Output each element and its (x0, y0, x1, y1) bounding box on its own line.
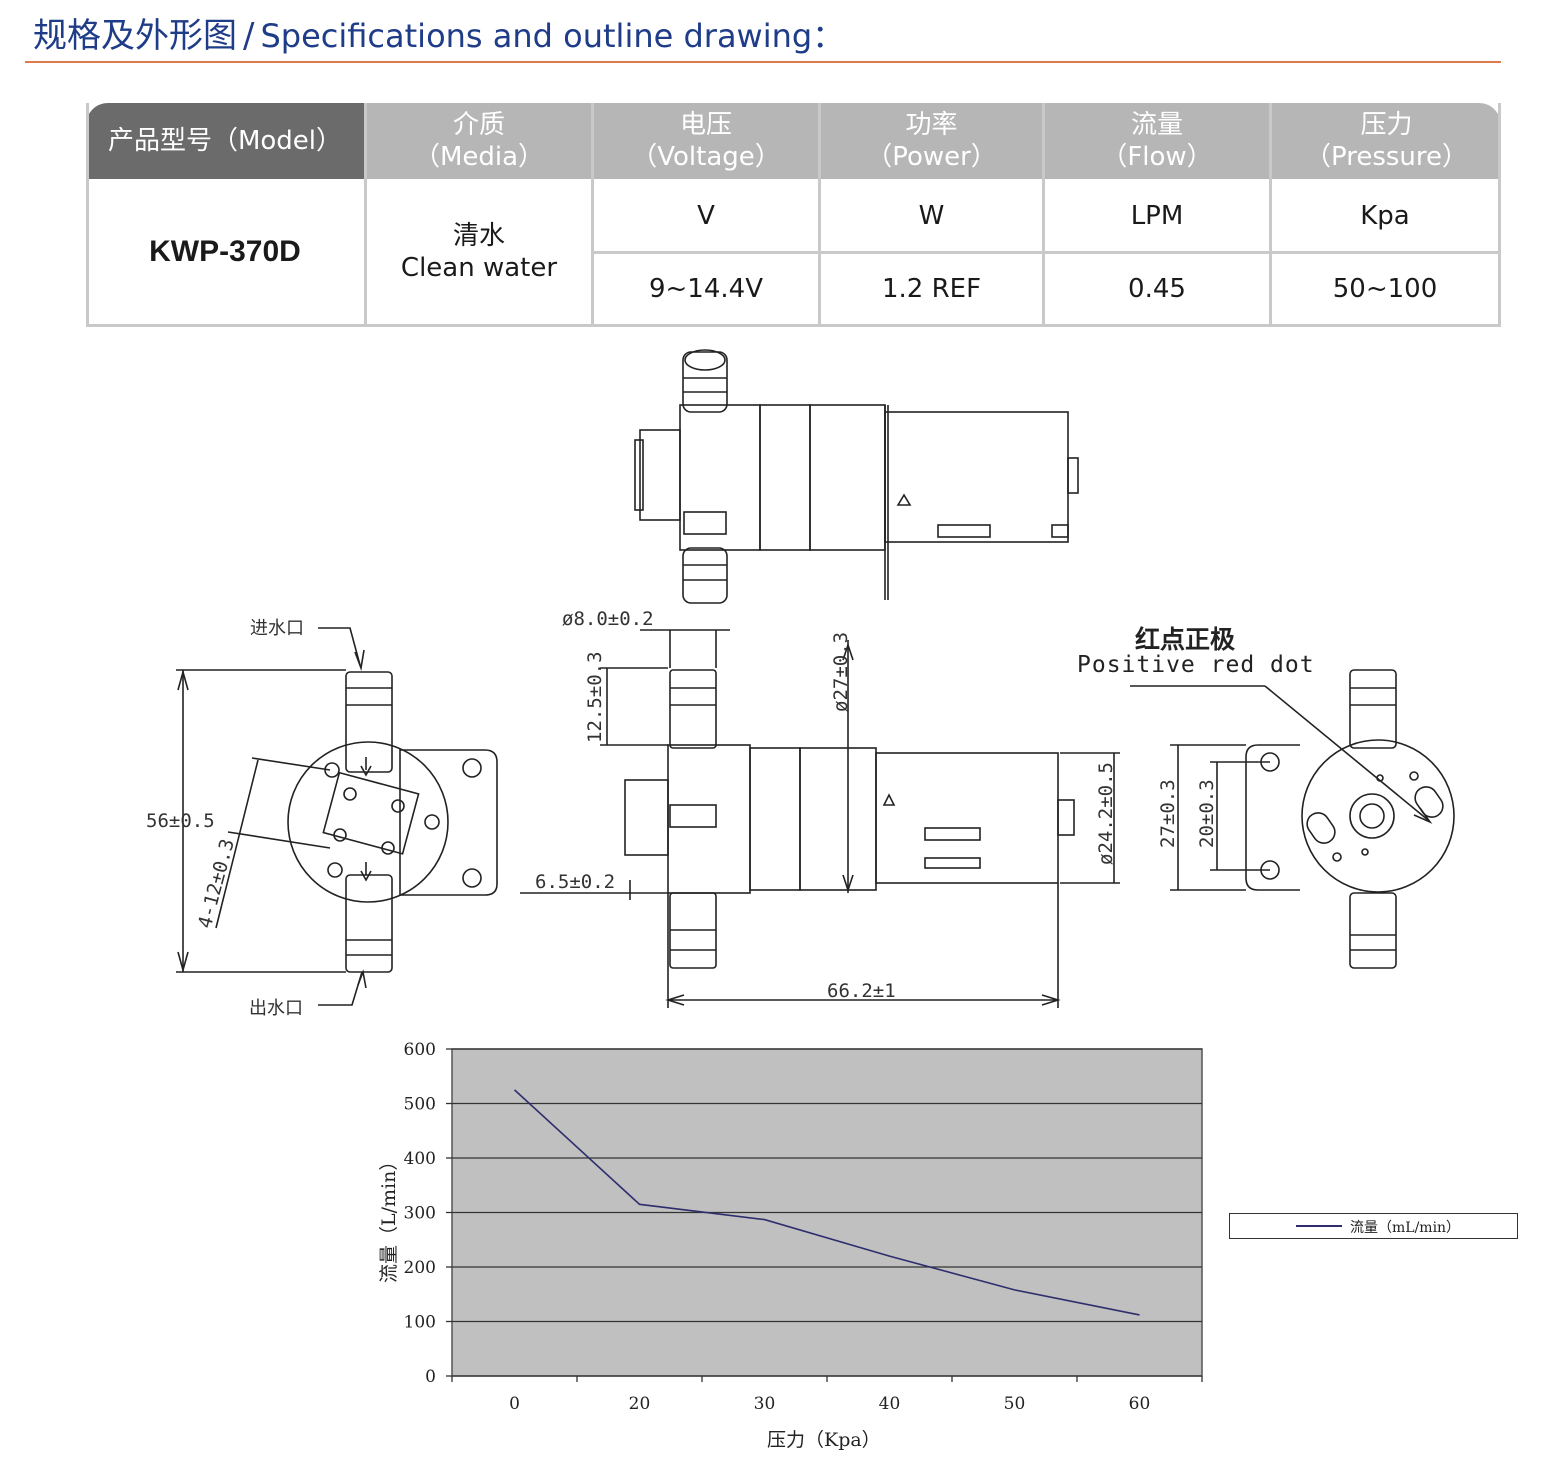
x-tick-label: 50 (1004, 1394, 1026, 1414)
x-tick-label: 60 (1129, 1394, 1151, 1414)
page-title: 规格及外形图/Specifications and outline drawin… (33, 8, 844, 57)
header-model-label: 产品型号（Model） (107, 126, 343, 156)
side-view-drawing (520, 629, 1120, 1008)
title-divider (25, 61, 1501, 63)
dim-66-2: 66.2±1 (827, 980, 896, 1002)
dim-6-5: 6.5±0.2 (535, 871, 616, 893)
table-divider (1042, 103, 1045, 327)
header-power-en: （Power） (866, 142, 997, 172)
dim-port-dia: ø8.0±0.2 (562, 608, 654, 630)
table-border-left (86, 103, 89, 327)
header-media-en: （Media） (413, 142, 545, 172)
value-power: 1.2 REF (881, 274, 982, 304)
header-media: 介质 （Media） (367, 103, 591, 179)
unit-voltage: V (697, 201, 715, 231)
outlet-label: 出水口 (249, 998, 303, 1019)
title-separator: / (243, 16, 255, 56)
header-pressure-en: （Pressure） (1304, 142, 1469, 172)
header-model: 产品型号（Model） (86, 103, 364, 179)
table-divider (1269, 103, 1272, 327)
table-divider (364, 103, 367, 327)
header-media-cn: 介质 (452, 110, 505, 140)
media-value-cn: 清水 (452, 220, 505, 251)
spec-table: 产品型号（Model） 介质 （Media） 电压 （Voltage） 功率 （… (86, 103, 1501, 327)
value-flow: 0.45 (1128, 274, 1186, 304)
table-row-divider (591, 251, 1501, 254)
positive-dot-en: Positive red dot (1077, 652, 1315, 678)
model-value: KWP-370D (149, 234, 301, 268)
positive-dot-cn: 红点正极 (1135, 625, 1236, 654)
y-tick-label: 600 (404, 1040, 436, 1060)
x-tick-label: 40 (879, 1394, 901, 1414)
value-pressure: 50~100 (1332, 274, 1438, 304)
table-border-right (1498, 103, 1501, 327)
x-axis-title: 压力（Kpa） (767, 1429, 881, 1451)
header-power: 功率 （Power） (821, 103, 1042, 179)
media-value: 清水 Clean water (367, 179, 591, 324)
legend-series-name: 流量（mL/min） (1350, 1220, 1461, 1236)
left-view-drawing (176, 627, 498, 1006)
header-voltage-en: （Voltage） (631, 142, 781, 172)
y-tick-label: 300 (404, 1204, 436, 1224)
y-tick-label: 0 (425, 1367, 436, 1387)
table-border-bottom (86, 324, 1501, 327)
dim-56: 56±0.5 (146, 810, 215, 832)
top-view-drawing (634, 349, 1079, 604)
y-tick-label: 200 (404, 1258, 436, 1278)
header-voltage-cn: 电压 (679, 110, 732, 140)
x-tick-label: 20 (629, 1394, 651, 1414)
title-cn: 规格及外形图 (33, 16, 237, 56)
y-tick-label: 400 (404, 1149, 436, 1169)
header-power-cn: 功率 (905, 110, 958, 140)
media-value-en: Clean water (400, 252, 558, 283)
unit-power: W (918, 201, 945, 231)
table-divider (818, 103, 821, 327)
inlet-label: 进水口 (250, 618, 304, 639)
y-tick-label: 500 (404, 1095, 436, 1115)
header-flow-cn: 流量 (1130, 110, 1183, 140)
value-voltage: 9~14.4V (648, 274, 763, 304)
series-line (513, 1089, 1140, 1316)
header-pressure: 压力 （Pressure） (1272, 103, 1501, 179)
legend-swatch (1296, 1225, 1342, 1227)
y-axis-title: 流量（L/min） (378, 1151, 400, 1283)
right-view-drawing (1130, 669, 1455, 969)
x-tick-label: 0 (509, 1394, 520, 1414)
header-voltage: 电压 （Voltage） (594, 103, 818, 179)
unit-pressure: Kpa (1360, 201, 1410, 231)
header-flow-en: （Flow） (1101, 142, 1213, 172)
y-tick-label: 100 (404, 1313, 436, 1333)
unit-flow: LPM (1130, 201, 1184, 231)
header-pressure-cn: 压力 (1360, 110, 1413, 140)
header-flow: 流量 （Flow） (1045, 103, 1269, 179)
table-divider (591, 103, 594, 327)
x-tick-label: 30 (754, 1394, 776, 1414)
title-en: Specifications and outline drawing： (260, 17, 845, 55)
chart-legend: 流量（mL/min） (1229, 1213, 1518, 1239)
